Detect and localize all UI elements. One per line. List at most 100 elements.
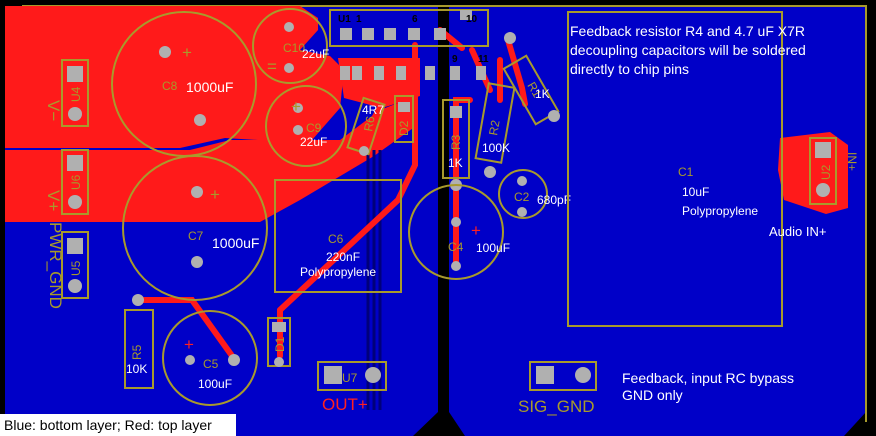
u2-pad-b	[816, 183, 830, 197]
c9-outline	[265, 85, 347, 167]
c4-ref: C4	[448, 240, 464, 254]
c7-value: 1000uF	[212, 235, 259, 251]
c10-minus: =	[267, 57, 277, 76]
u6-pad-a	[67, 155, 83, 171]
c2-outline	[498, 169, 548, 219]
c8-plus: +	[182, 43, 192, 62]
board-outline	[22, 5, 867, 422]
c1-value: 10uF	[682, 185, 709, 199]
c8-value: 1000uF	[186, 79, 233, 95]
r5-ref: R5	[130, 344, 144, 360]
r3-value: 1K	[448, 156, 463, 170]
r2-value: 100K	[482, 141, 510, 155]
c9-pad-a	[293, 103, 303, 113]
u4-pad-b	[68, 107, 82, 121]
vplus-label: V+	[44, 190, 63, 211]
u4-outline	[61, 59, 89, 127]
c9-ref: C9	[306, 121, 322, 135]
c1-outline	[567, 11, 783, 327]
r6-ref: R6	[361, 115, 378, 133]
c6-outline	[274, 179, 402, 293]
top-pour-vminus	[5, 6, 344, 148]
feedback-note-line1: Feedback resistor R4 and 4.7 uF X7R	[570, 23, 805, 39]
c10-value: 22uF	[302, 47, 329, 61]
c2-value: 680pF	[537, 193, 571, 207]
c7-plus: +	[210, 185, 220, 204]
r5-outline	[124, 309, 154, 389]
r1-pad-a	[504, 32, 516, 44]
c1-type: Polypropylene	[682, 204, 758, 218]
audio-in-label: Audio IN+	[769, 224, 826, 239]
r1-value: 1K	[535, 87, 550, 101]
bottom-traces	[366, 150, 382, 410]
c8-pad-b	[194, 114, 206, 126]
c5-value: 100uF	[198, 377, 232, 391]
r5-pad-a	[132, 294, 144, 306]
d1-pad-b	[274, 357, 284, 367]
top-pour-vplus	[5, 96, 416, 222]
u1-outline	[329, 9, 489, 47]
u4-ref: U4	[69, 86, 83, 102]
u2-outline	[809, 137, 837, 205]
r2-pad-b	[484, 166, 496, 178]
c4-plus: +	[471, 221, 481, 240]
pwr-gnd-label: PWR_GND	[46, 222, 65, 309]
r3-outline	[442, 99, 470, 179]
legend-box	[0, 414, 236, 436]
r6-value: 4R7	[362, 103, 384, 117]
pin-11-label: 11	[478, 54, 489, 65]
sig-gnd-label: SIG_GND	[518, 397, 595, 416]
r5-value: 10K	[126, 362, 147, 376]
c10-outline	[252, 8, 328, 84]
u7-pad-b	[365, 367, 381, 383]
c10-ref: C10	[283, 41, 305, 55]
pin-8-label: 8	[440, 14, 446, 25]
gnd-note-line2: GND only	[622, 387, 683, 403]
out-plus-label: OUT+	[322, 395, 368, 414]
c2-pad-b	[517, 207, 527, 217]
c5-pad-b	[228, 354, 240, 366]
c7-ref: C7	[188, 229, 204, 243]
u5-ref: U5	[69, 260, 83, 276]
c4-value: 100uF	[476, 241, 510, 255]
u6-outline	[61, 149, 89, 215]
feedback-note-line3: directly to chip pins	[570, 61, 689, 77]
r3-pad-a	[450, 106, 462, 118]
r1-pad-b	[548, 110, 560, 122]
d2-pad-a	[398, 102, 410, 112]
c6-ref: C6	[328, 232, 344, 246]
u6-pad-b	[68, 195, 82, 209]
sig-gnd-pad-b	[575, 367, 591, 383]
r2-outline	[474, 82, 516, 164]
u2-ref: U2	[819, 164, 833, 180]
c5-pad-a	[185, 355, 195, 365]
c7-pad-a	[191, 186, 203, 198]
sig-gnd-header-outline	[529, 361, 597, 391]
legend-text: Blue: bottom layer; Red: top layer	[4, 417, 212, 433]
pour-gap	[440, 6, 447, 426]
u5-outline	[61, 231, 89, 299]
u6-ref: U6	[69, 174, 83, 190]
d2-outline	[394, 95, 414, 143]
c4-outline	[408, 184, 504, 280]
c10-pad-a	[284, 22, 294, 32]
vminus-label: V−	[44, 100, 63, 121]
c8-ref: C8	[162, 79, 178, 93]
u1-pads	[340, 10, 486, 80]
u5-pad-b	[68, 279, 82, 293]
c9-pad-b	[293, 125, 303, 135]
pin-10-label: 10	[466, 14, 478, 25]
pin-6-label: 6	[412, 14, 418, 25]
feedback-note-line2: decoupling capacitors will be soldered	[570, 42, 806, 58]
c7-outline	[122, 155, 268, 301]
c4-pad-a	[451, 217, 461, 227]
d1-ref: D1	[273, 336, 287, 352]
r6-pad	[359, 146, 369, 156]
c6-type: Polypropylene	[300, 265, 376, 279]
pin-9-label: 9	[452, 54, 458, 65]
u5-pad-a	[67, 238, 83, 254]
u7-ref: U7	[342, 371, 358, 385]
c4-pad-b	[451, 261, 461, 271]
sig-gnd-pad-a	[536, 366, 554, 384]
